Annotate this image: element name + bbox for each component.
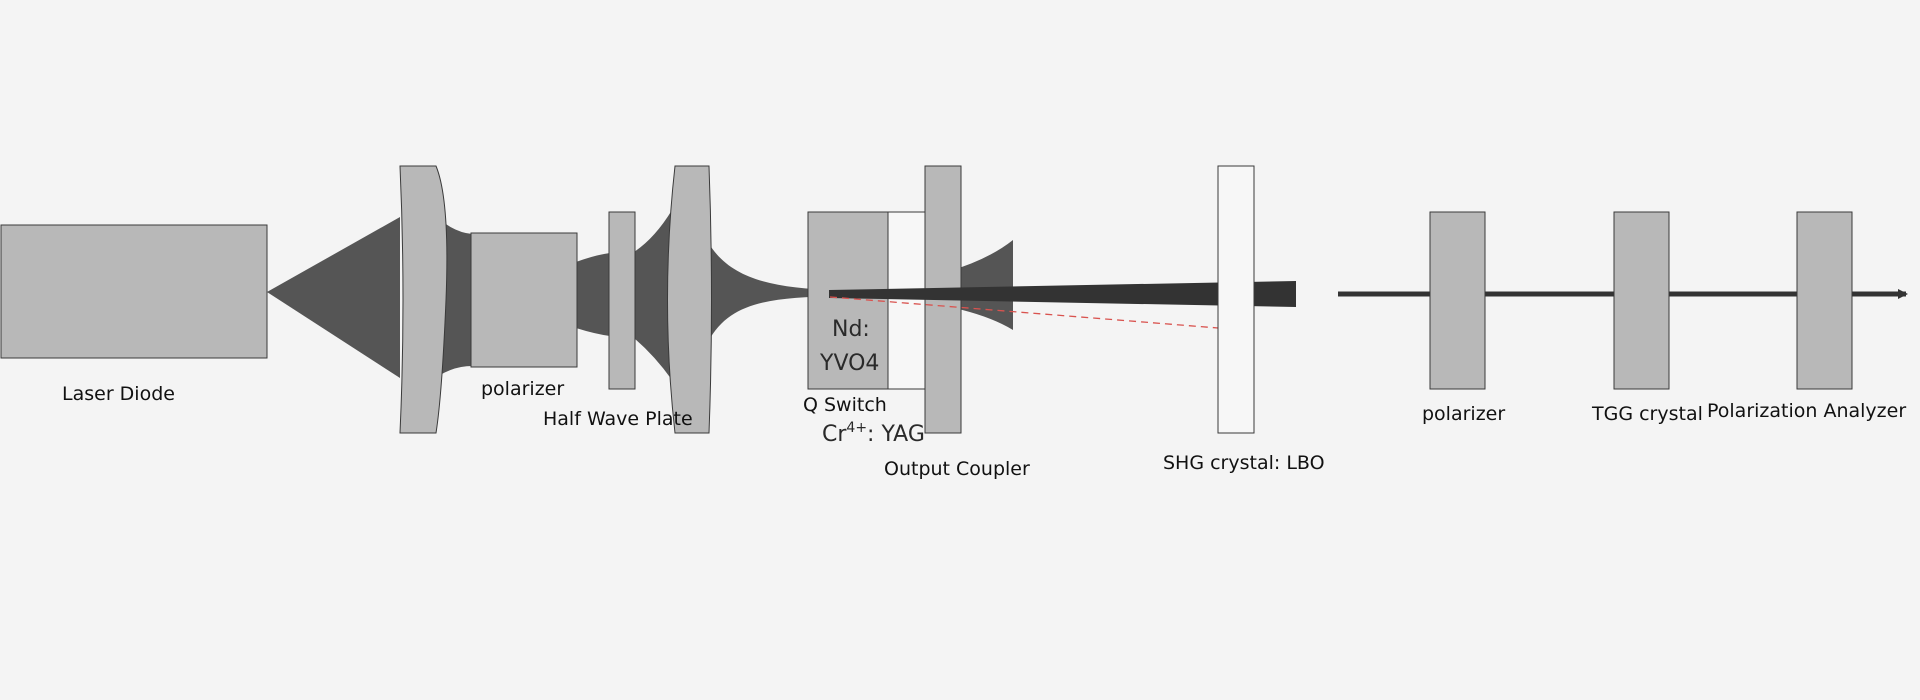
- pump-beam-section-2: [576, 253, 610, 336]
- pump-beam-focus: [708, 242, 835, 342]
- half-wave-plate-block: [608, 211, 636, 390]
- gain-crystal-block: [807, 211, 889, 390]
- shg-beam-line: [829, 296, 1219, 329]
- pump-beam-section-3: [634, 210, 672, 380]
- polarizer-2-label: polarizer: [1422, 403, 1505, 425]
- polarizer-2-block: [1429, 211, 1486, 390]
- laser-diode-label: Laser Diode: [62, 383, 175, 405]
- q-switch-label: Q Switch: [803, 394, 887, 416]
- q-switch-crystal-label: Cr4+: YAG: [822, 420, 925, 447]
- lens-2: [667, 165, 712, 434]
- gain-crystal-label-line2: YVO4: [819, 351, 879, 376]
- polarization-analyzer-block: [1796, 211, 1853, 390]
- shg-crystal-block: [1217, 165, 1255, 434]
- polarizer-1-block: [470, 232, 578, 368]
- gain-crystal-label-line1: Nd:: [832, 317, 870, 342]
- half-wave-plate-label: Half Wave Plate: [543, 408, 693, 430]
- q-switch-block: [887, 211, 927, 390]
- polarization-analyzer-label: Polarization Analyzer: [1707, 400, 1906, 422]
- lens-1: [399, 165, 448, 434]
- q-switch-crystal-base: Cr: [822, 422, 847, 447]
- tgg-crystal-label: TGG crystal: [1591, 403, 1703, 425]
- polarizer-1-label: polarizer: [481, 378, 564, 400]
- pump-beam-cone: [267, 217, 400, 378]
- shg-crystal-label: SHG crystal: LBO: [1163, 452, 1325, 474]
- laser-diode-block: [0, 224, 268, 359]
- q-switch-crystal-sup: 4+: [846, 420, 867, 436]
- laser-output-beam: [829, 281, 1296, 307]
- q-switch-crystal-suffix: : YAG: [867, 422, 925, 447]
- output-coupler-label: Output Coupler: [884, 458, 1030, 480]
- tgg-crystal-block: [1613, 211, 1670, 390]
